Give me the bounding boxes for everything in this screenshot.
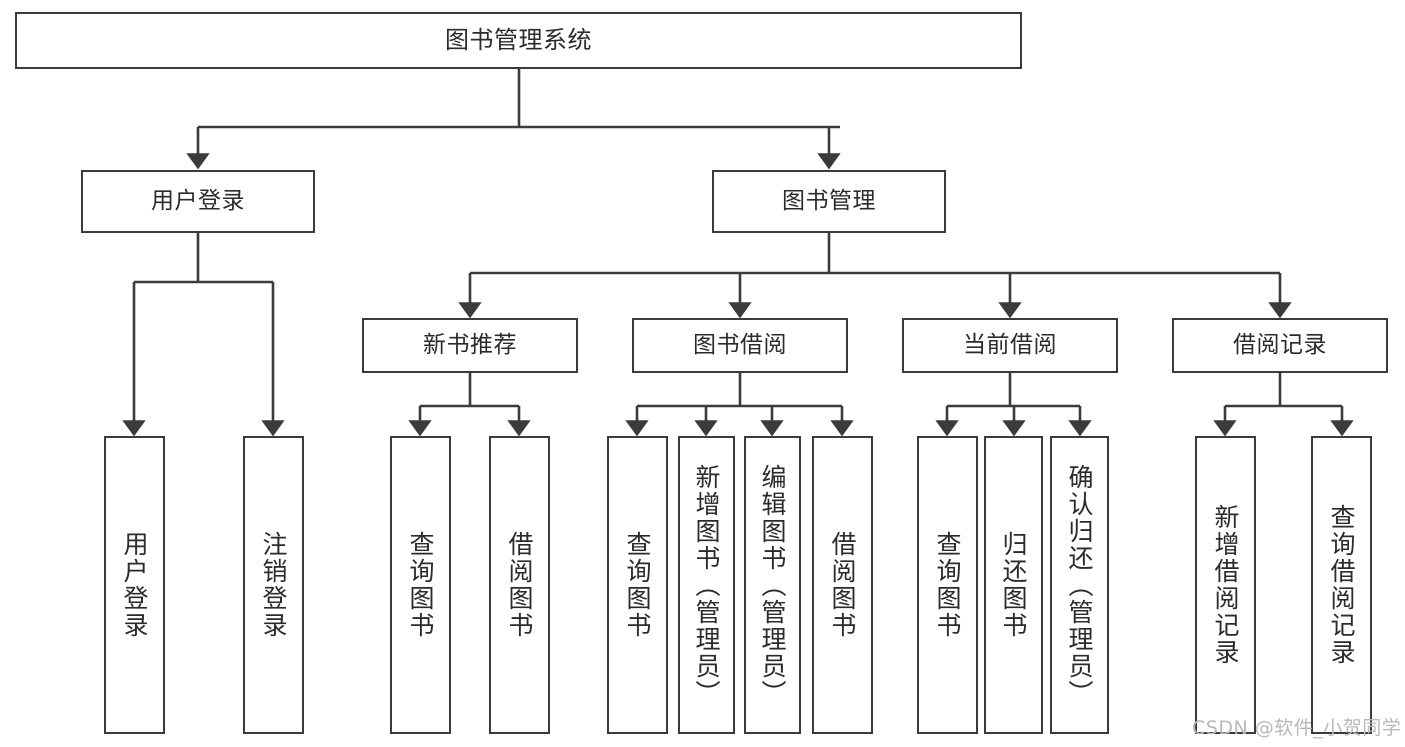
node-new-book-recommend[interactable]: 新书推荐 xyxy=(362,318,578,373)
node-label: 查询借阅记录 xyxy=(1327,504,1356,666)
node-label: 查询图书 xyxy=(623,531,652,639)
node-label: 查询图书 xyxy=(406,531,435,639)
watermark-csdn: CSDN @软件_小贺同学 xyxy=(1192,717,1402,739)
node-book-borrow[interactable]: 图书借阅 xyxy=(632,318,848,373)
node-label: 新增图书（管理员） xyxy=(692,463,721,707)
node-label: 借阅记录 xyxy=(1233,332,1327,359)
leaf-record-add-record[interactable]: 新增借阅记录 xyxy=(1195,436,1256,734)
leaf-new-book-query[interactable]: 查询图书 xyxy=(390,436,451,734)
node-current-borrow[interactable]: 当前借阅 xyxy=(902,318,1118,373)
leaf-new-book-borrow[interactable]: 借阅图书 xyxy=(489,436,550,734)
node-label: 新书推荐 xyxy=(423,332,517,359)
leaf-record-query-record[interactable]: 查询借阅记录 xyxy=(1311,436,1372,734)
node-label: 图书管理 xyxy=(782,188,876,215)
node-label: 新增借阅记录 xyxy=(1211,504,1240,666)
node-label: 编辑图书（管理员） xyxy=(758,463,787,707)
node-label: 借阅图书 xyxy=(828,531,857,639)
node-label: 当前借阅 xyxy=(963,332,1057,359)
leaf-current-query-book[interactable]: 查询图书 xyxy=(917,436,978,734)
leaf-user-login-signout[interactable]: 注销登录 xyxy=(243,436,304,734)
node-label: 图书管理系统 xyxy=(445,25,592,54)
node-label: 图书借阅 xyxy=(693,332,787,359)
node-label: 用户登录 xyxy=(120,531,149,639)
node-label: 归还图书 xyxy=(999,531,1028,639)
node-book-management[interactable]: 图书管理 xyxy=(712,170,946,233)
leaf-user-login-signin[interactable]: 用户登录 xyxy=(104,436,165,734)
node-user-login[interactable]: 用户登录 xyxy=(81,170,315,233)
node-label: 借阅图书 xyxy=(505,531,534,639)
node-label: 确认归还（管理员） xyxy=(1065,463,1094,707)
leaf-current-return-book[interactable]: 归还图书 xyxy=(984,436,1043,734)
leaf-current-confirm-return-admin[interactable]: 确认归还（管理员） xyxy=(1050,436,1109,734)
node-borrow-record[interactable]: 借阅记录 xyxy=(1172,318,1388,373)
node-root-system[interactable]: 图书管理系统 xyxy=(15,12,1022,69)
leaf-borrow-add-book-admin[interactable]: 新增图书（管理员） xyxy=(678,436,735,734)
node-label: 用户登录 xyxy=(151,188,245,215)
leaf-borrow-query-book[interactable]: 查询图书 xyxy=(607,436,668,734)
node-label: 查询图书 xyxy=(933,531,962,639)
node-label: 注销登录 xyxy=(259,531,288,639)
leaf-borrow-borrow-book[interactable]: 借阅图书 xyxy=(812,436,873,734)
leaf-borrow-edit-book-admin[interactable]: 编辑图书（管理员） xyxy=(744,436,801,734)
